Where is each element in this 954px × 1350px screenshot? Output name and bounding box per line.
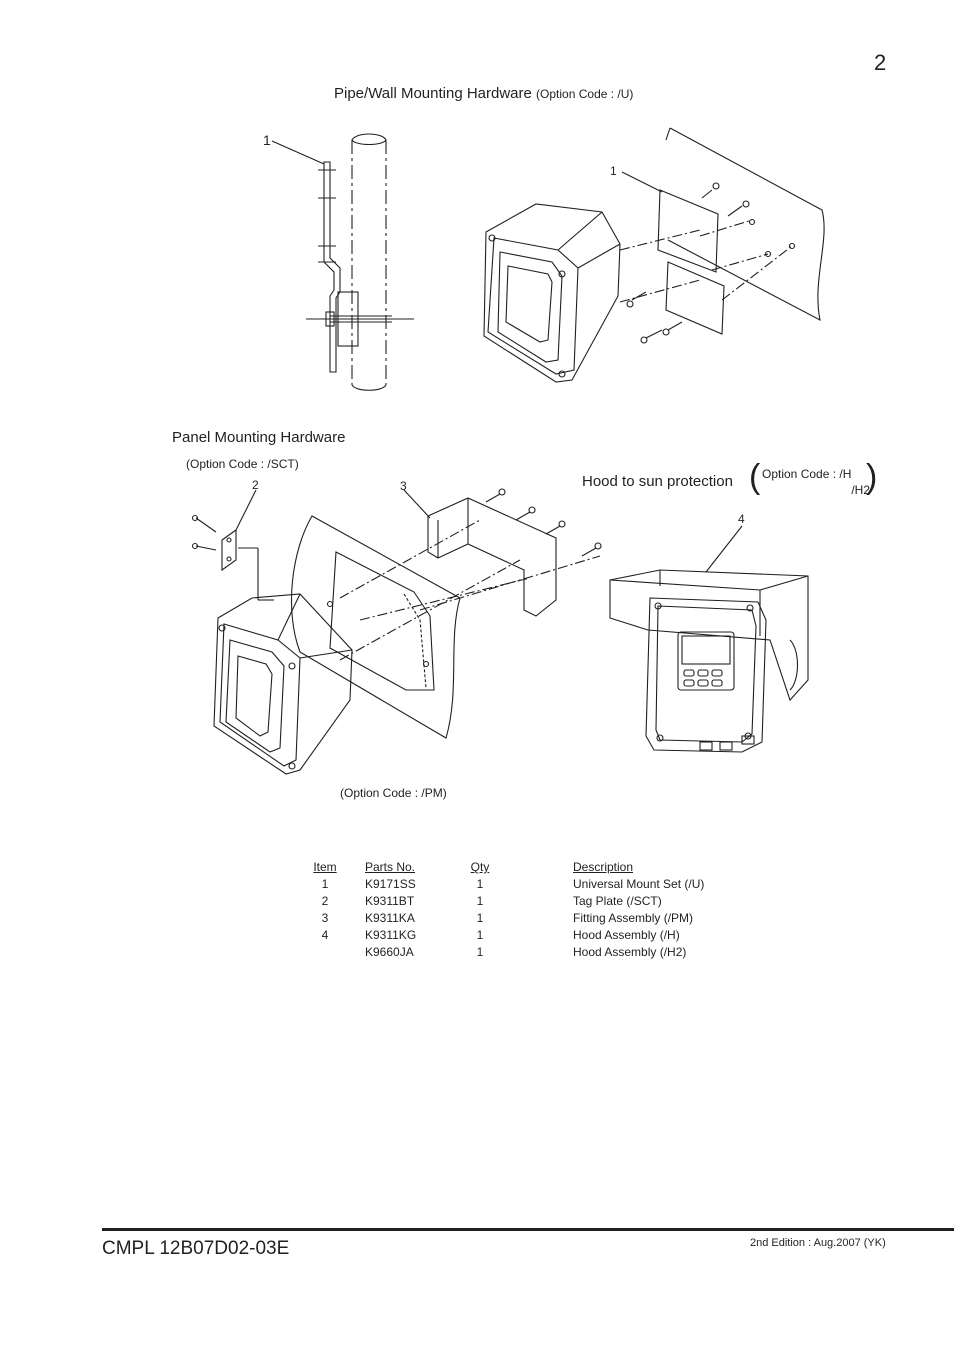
row-item: 4	[321, 928, 329, 942]
footer-rule	[102, 1228, 954, 1231]
header-parts-no: Parts No.	[365, 860, 416, 874]
callout-tag-plate: 2	[252, 478, 259, 492]
row-parts-no: K9171SS	[365, 877, 416, 891]
pipe-wall-heading: Pipe/Wall Mounting Hardware (Option Code…	[334, 85, 633, 102]
row-description: Universal Mount Set (/U)	[573, 877, 705, 891]
row-parts-no: K9311KA	[365, 911, 415, 925]
callout-universal-mount-wall: 1	[610, 164, 617, 178]
panel-heading: Panel Mounting Hardware	[172, 429, 346, 446]
panel-mount-illustration	[191, 488, 602, 775]
row-description: Tag Plate (/SCT)	[573, 894, 662, 908]
callout-fitting-assembly: 3	[400, 479, 407, 493]
document-id: CMPL 12B07D02-03E	[102, 1238, 290, 1259]
hood-heading: Hood to sun protection	[582, 473, 733, 490]
row-item: 3	[321, 911, 329, 925]
header-item: Item	[313, 860, 337, 874]
hood-option-code-h2: /H2	[851, 483, 870, 497]
page-number: 2	[874, 50, 887, 75]
row-qty: 1	[476, 877, 484, 891]
row-parts-no: K9660JA	[365, 945, 414, 959]
row-item: 1	[321, 877, 329, 891]
hood-option-codes: Option Code : /H /H2	[762, 466, 870, 498]
panel-option-code-pm: (Option Code : /PM)	[340, 786, 447, 800]
hood-close-paren: )	[866, 458, 878, 496]
row-qty: 1	[476, 945, 484, 959]
pipe-mount-illustration	[271, 133, 414, 391]
row-description: Fitting Assembly (/PM)	[573, 911, 694, 925]
row-parts-no: K9311BT	[365, 894, 415, 908]
header-qty: Qty	[470, 860, 490, 874]
row-description: Hood Assembly (/H)	[573, 928, 680, 942]
pipe-wall-option-code: (Option Code : /U)	[536, 87, 634, 101]
edition-note: 2nd Edition : Aug.2007 (YK)	[750, 1237, 886, 1249]
row-qty: 1	[476, 911, 484, 925]
pipe-wall-title: Pipe/Wall Mounting Hardware	[334, 85, 532, 102]
wall-mount-illustration	[483, 127, 825, 383]
row-item: 2	[321, 894, 329, 908]
header-description: Description	[573, 860, 634, 874]
callout-universal-mount-pipe: 1	[263, 132, 271, 148]
row-parts-no: K9311KG	[365, 928, 417, 942]
row-qty: 1	[476, 928, 484, 942]
hood-option-code-h: Option Code : /H	[762, 467, 852, 481]
row-qty: 1	[476, 894, 484, 908]
row-description: Hood Assembly (/H2)	[573, 945, 687, 959]
panel-option-code-sct: (Option Code : /SCT)	[186, 457, 299, 471]
hood-open-paren: (	[749, 458, 761, 496]
callout-hood-assembly: 4	[738, 512, 745, 526]
hood-illustration	[609, 525, 809, 753]
